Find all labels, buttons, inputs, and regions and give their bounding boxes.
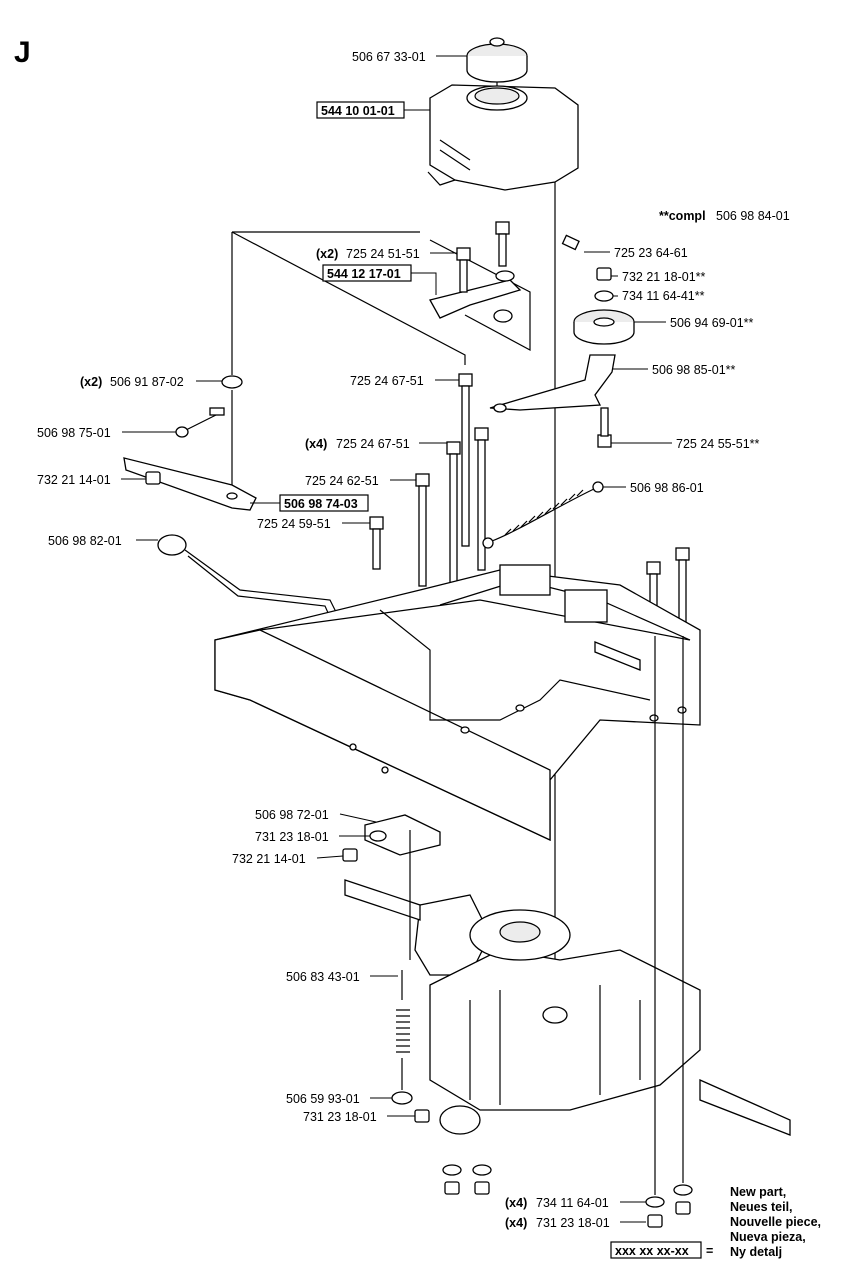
label-734-11-64-41: 734 11 64-41** (622, 289, 705, 303)
label-725-23-64-61: 725 23 64-61 (614, 246, 688, 260)
tank-cap (466, 37, 528, 83)
new-part-box (279, 494, 369, 512)
label-731-23-18-01-mid: 731 23 18-01 (255, 830, 329, 844)
legend-line-5: Ny detalj (730, 1245, 782, 1259)
label-506-91-87-02: 506 91 87-02 (110, 375, 184, 389)
compl-number: 506 98 84-01 (716, 209, 790, 223)
label-506-98-75-01: 506 98 75-01 (37, 426, 111, 440)
label-734-11-64-01: 734 11 64-01 (536, 1196, 609, 1210)
label-506-83-43-01: 506 83 43-01 (286, 970, 360, 984)
compl-prefix: **compl (659, 209, 706, 223)
legend-sample: xxx xx xx-xx (615, 1244, 689, 1258)
label-725-24-62-51: 725 24 62-51 (305, 474, 379, 488)
legend-line-3: Nouvelle piece, (730, 1215, 821, 1229)
label-506-98-74-03: 506 98 74-03 (284, 497, 358, 511)
label-506-67-33-01: 506 67 33-01 (352, 50, 426, 64)
qty-x4-c: (x4) (505, 1216, 527, 1230)
rod-506-98-82-01 (157, 534, 341, 625)
label-732-21-14-01-upper: 732 21 14-01 (37, 473, 111, 487)
label-725-24-51-51: 725 24 51-51 (346, 247, 420, 261)
hook-spring (396, 970, 410, 1090)
spring-506-98-86-01 (482, 481, 604, 549)
label-506-98-85-01: 506 98 85-01** (652, 363, 736, 377)
label-731-23-18-01-x4: 731 23 18-01 (536, 1216, 610, 1230)
label-544-10-01-01: 544 10 01-01 (321, 104, 395, 118)
label-544-12-17-01: 544 12 17-01 (327, 267, 401, 281)
part-labels: 506 67 33-01 544 10 01-01 **compl 506 98… (37, 50, 790, 1230)
label-732-21-14-01-lower: 732 21 14-01 (232, 852, 306, 866)
transaxle (344, 879, 791, 1136)
qty-x4-b: (x4) (505, 1196, 527, 1210)
legend-line-4: Nueva pieza, (730, 1230, 806, 1244)
label-506-98-86-01: 506 98 86-01 (630, 481, 704, 495)
parts-drawing (123, 37, 791, 1228)
legend-equals: = (706, 1244, 713, 1258)
leader-lines (121, 55, 672, 1223)
label-725-24-67-51-x4: 725 24 67-51 (336, 437, 410, 451)
legend-sample-box (610, 1241, 702, 1259)
legend-line-2: Neues teil, (730, 1200, 793, 1214)
legend: New part, Neues teil, Nouvelle piece, Nu… (610, 1185, 821, 1259)
label-725-24-67-51: 725 24 67-51 (350, 374, 424, 388)
qty-x2-b: (x2) (80, 375, 102, 389)
label-506-59-93-01: 506 59 93-01 (286, 1092, 360, 1106)
qty-x2-a: (x2) (316, 247, 338, 261)
label-506-94-69-01: 506 94 69-01** (670, 316, 754, 330)
label-725-24-55-51: 725 24 55-51** (676, 437, 760, 451)
label-725-24-59-51: 725 24 59-51 (257, 517, 331, 531)
label-732-21-18-01: 732 21 18-01** (622, 270, 706, 284)
qty-x4-a: (x4) (305, 437, 327, 451)
idler-pulley-assembly (573, 267, 635, 345)
legend-line-1: New part, (730, 1185, 786, 1199)
new-part-box (322, 264, 412, 282)
hydraulic-tank (427, 84, 579, 191)
rear-frame (214, 564, 701, 842)
label-506-98-72-01: 506 98 72-01 (255, 808, 329, 822)
new-part-box (316, 101, 405, 119)
label-731-23-18-01-lower: 731 23 18-01 (303, 1110, 377, 1124)
label-506-98-82-01: 506 98 82-01 (48, 534, 122, 548)
section-letter: J (14, 36, 31, 69)
